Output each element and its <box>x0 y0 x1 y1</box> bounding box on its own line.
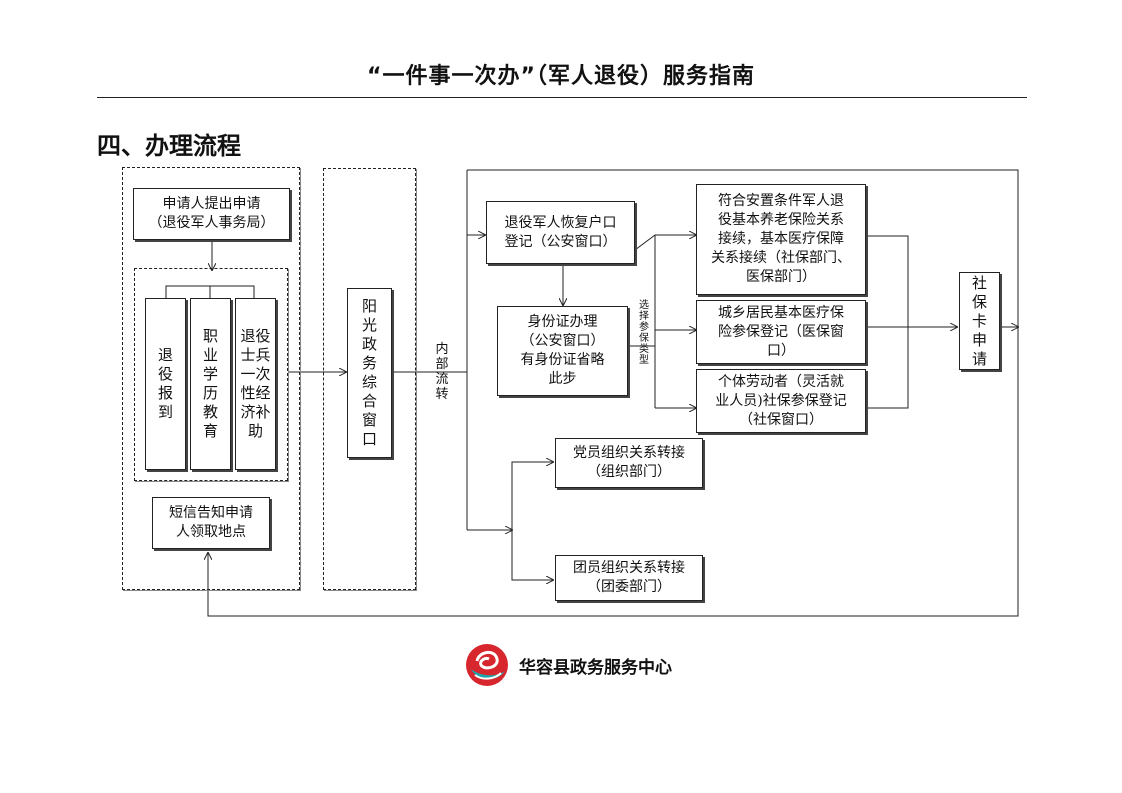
org-name: 华容县政务服务中心 <box>519 657 672 678</box>
item-one-time-subsidy: 退役 士兵 一次 性经 济补 助 <box>235 298 276 470</box>
items-dashed-group <box>134 268 288 481</box>
party-league-bracket <box>511 461 552 581</box>
social-card-box: 社 保 卡 申 请 <box>959 272 1000 370</box>
footer-logo-block: 华容县政务服务中心 <box>463 640 723 690</box>
hukou-box: 退役军人恢复户口 登记（公安窗口） <box>486 201 635 264</box>
choose-insurance-label: 选 择 参 保 类 型 <box>639 300 649 366</box>
party-transfer-box: 党员组织关系转接 （组织部门） <box>555 438 703 488</box>
item-retirement-report: 退 役 报 到 <box>145 298 186 470</box>
apply-box: 申请人提出申请 （退役军人事务局） <box>133 188 290 240</box>
left-dashed-panel <box>122 167 300 590</box>
insurance-option-medical: 城乡居民基本医疗保 险参保登记（医保窗 口） <box>696 300 866 364</box>
section-heading: 四、办理流程 <box>97 132 241 160</box>
line-hukou-to-branch <box>634 234 656 251</box>
internal-transfer-label: 内 部 流 转 <box>435 342 449 402</box>
middle-dashed-panel <box>323 168 416 590</box>
insurance-option-flexible: 个体劳动者（灵活就 业人员)社保参保登记 （社保窗口） <box>696 369 866 433</box>
title-divider <box>97 97 1027 98</box>
options-merge <box>866 235 909 409</box>
sms-notice-box: 短信告知申请 人领取地点 <box>152 497 270 549</box>
sunshine-window-box: 阳 光 政 务 综 合 窗 口 <box>347 288 392 458</box>
id-card-box: 身份证办理 （公安窗口） 有身份证省略 此步 <box>497 306 628 396</box>
page-title: “一件事一次办”（军人退役）服务指南 <box>367 64 755 89</box>
item-vocational-education: 职 业 学 历 教 育 <box>190 298 231 470</box>
right-frame <box>207 169 1019 617</box>
league-transfer-box: 团员组织关系转接 （团委部门） <box>555 555 703 601</box>
org-logo-icon <box>466 644 508 686</box>
insurance-option-pension: 符合安置条件军人退 役基本养老保险关系 接续，基本医疗保障 关系接续（社保部门、… <box>696 184 866 295</box>
